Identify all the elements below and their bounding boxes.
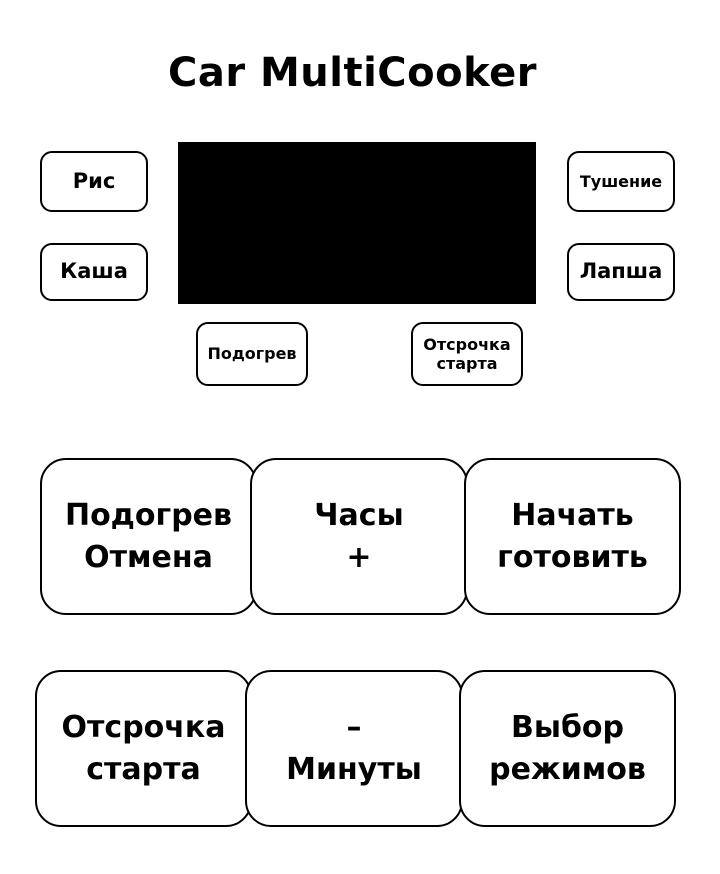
- warm-cancel-label-line1: Подогрев: [64, 497, 233, 533]
- delay-start-label-line1: Отсрочка: [61, 709, 226, 745]
- porridge-button[interactable]: Каша: [40, 243, 148, 301]
- app-title: Car MultiCooker: [167, 50, 538, 96]
- warm-cancel-label-line2: Отмена: [84, 539, 213, 575]
- stew-button[interactable]: Тушение: [567, 151, 675, 212]
- start-cooking-label-line2: готовить: [497, 539, 648, 575]
- minus-label: –: [346, 709, 362, 745]
- warm-cancel-button[interactable]: Подогрев Отмена: [40, 458, 257, 615]
- mode-select-button[interactable]: Выбор режимов: [459, 670, 676, 827]
- display-screen: [178, 142, 536, 304]
- minutes-label: Минуты: [286, 751, 422, 787]
- minutes-minus-button[interactable]: – Минуты: [245, 670, 463, 827]
- mode-select-label-line2: режимов: [489, 751, 646, 787]
- delay-start-small-button[interactable]: Отсрочка старта: [411, 322, 523, 386]
- delay-start-label-line2: старта: [86, 751, 201, 787]
- hours-plus-button[interactable]: Часы +: [250, 458, 468, 615]
- rice-button[interactable]: Рис: [40, 151, 148, 212]
- delay-start-button[interactable]: Отсрочка старта: [35, 670, 252, 827]
- warm-button[interactable]: Подогрев: [196, 322, 308, 386]
- noodles-button[interactable]: Лапша: [567, 243, 675, 301]
- mode-select-label-line1: Выбор: [510, 709, 625, 745]
- hours-label: Часы: [314, 497, 404, 533]
- start-cooking-button[interactable]: Начать готовить: [464, 458, 681, 615]
- plus-label: +: [346, 539, 372, 575]
- start-cooking-label-line1: Начать: [511, 497, 634, 533]
